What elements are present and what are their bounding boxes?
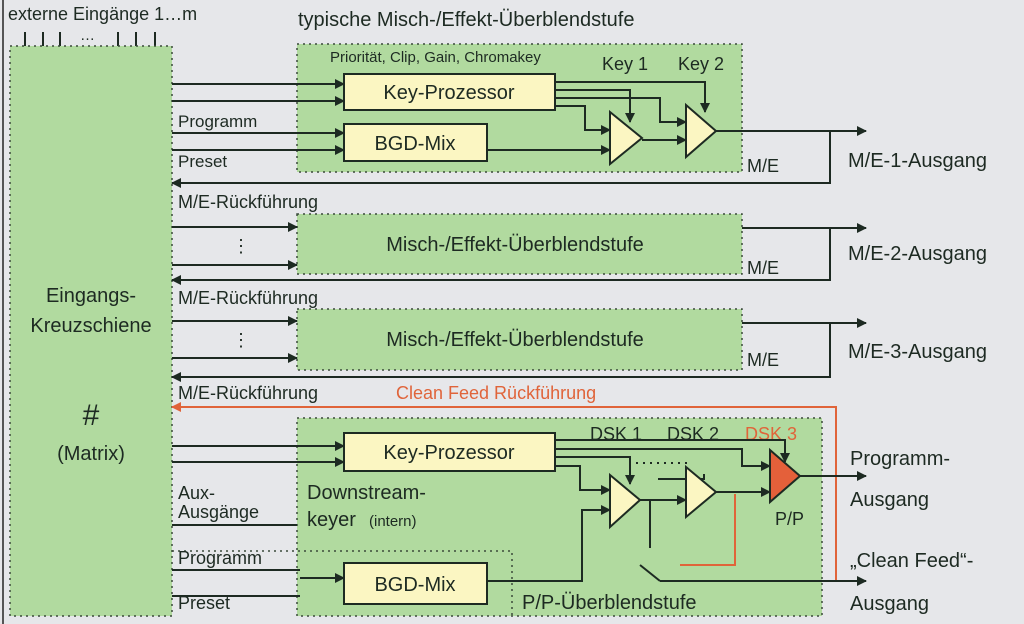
input-ellipsis: … bbox=[80, 27, 95, 44]
me3-vdots: ⋮ bbox=[232, 330, 250, 350]
me1-mixer-2 bbox=[685, 102, 718, 160]
me1-feedback-label: M/E-Rückführung bbox=[178, 192, 318, 212]
matrix-box bbox=[9, 45, 173, 617]
dsk-key-processor-label: Key-Prozessor bbox=[383, 442, 514, 464]
downstream-label: Downstream- bbox=[307, 482, 426, 504]
me2-output-label: M/E-2-Ausgang bbox=[848, 243, 987, 265]
pp-bgd-mix bbox=[343, 562, 488, 605]
dsk3-mixer bbox=[769, 447, 802, 505]
pp-preset-label: Preset bbox=[178, 593, 230, 613]
intern-label: (intern) bbox=[369, 513, 417, 530]
pp-stage-label: P/P-Überblendstufe bbox=[522, 592, 697, 614]
me1-stage: typische Misch-/Effekt-Überblendstufe Pr… bbox=[171, 9, 987, 212]
clean-feed-output-label-2: Ausgang bbox=[850, 593, 929, 615]
aux-label-1: Aux- bbox=[178, 483, 215, 503]
me2-box bbox=[296, 213, 743, 275]
me1-params: Priorität, Clip, Gain, Chromakey bbox=[330, 49, 541, 66]
aux-label-2: Ausgänge bbox=[178, 502, 259, 522]
dsk1-mixer bbox=[609, 472, 642, 530]
input-matrix: externe Eingänge 1…m … Eingangs- Kreuzsc… bbox=[8, 4, 197, 617]
me1-key1-label: Key 1 bbox=[602, 54, 648, 74]
clean-feed-feedback-label: Clean Feed Rückführung bbox=[396, 383, 596, 403]
me3-output-label: M/E-3-Ausgang bbox=[848, 341, 987, 363]
me3-stage: Misch-/Effekt-Überblendstufe ⋮ M/E M/E-3… bbox=[171, 308, 987, 403]
external-inputs-label: externe Eingänge 1…m bbox=[8, 4, 197, 24]
program-output-label-1: Programm- bbox=[850, 448, 950, 470]
pp-label: P/P bbox=[775, 509, 804, 529]
matrix-subtitle: (Matrix) bbox=[57, 443, 125, 465]
dsk-key-processor bbox=[343, 432, 556, 472]
me3-title: Misch-/Effekt-Überblendstufe bbox=[386, 329, 644, 351]
me1-programm-label: Programm bbox=[178, 112, 257, 131]
dsk-stage: Key-Prozessor BGD-Mix DSK 1 DSK 2 DSK 3 … bbox=[172, 417, 973, 617]
me3-me-label: M/E bbox=[747, 350, 779, 370]
me3-box bbox=[296, 308, 743, 371]
input-ticks bbox=[24, 32, 156, 46]
matrix-symbol: # bbox=[83, 399, 100, 432]
matrix-title-2: Kreuzschiene bbox=[30, 315, 151, 337]
me2-feedback-label: M/E-Rückführung bbox=[178, 288, 318, 308]
me2-stage: Misch-/Effekt-Überblendstufe ⋮ M/E M/E-2… bbox=[171, 213, 987, 308]
me1-key-processor bbox=[343, 73, 556, 111]
me1-bgd-mix bbox=[343, 123, 488, 162]
me1-key2-label: Key 2 bbox=[678, 54, 724, 74]
clean-feed-feedback-line bbox=[171, 402, 837, 580]
me1-bgd-mix-label: BGD-Mix bbox=[374, 133, 455, 155]
me1-mixer-1 bbox=[609, 109, 644, 167]
pp-bgd-mix-label: BGD-Mix bbox=[374, 574, 455, 596]
me1-preset-label: Preset bbox=[178, 152, 227, 171]
keyer-label: keyer bbox=[307, 509, 356, 531]
clean-feed-output-label-1: „Clean Feed“- bbox=[850, 550, 973, 572]
me1-me-label: M/E bbox=[747, 156, 779, 176]
program-output-label-2: Ausgang bbox=[850, 489, 929, 511]
me2-title: Misch-/Effekt-Überblendstufe bbox=[386, 234, 644, 256]
matrix-title-1: Eingangs- bbox=[46, 285, 136, 307]
me2-me-label: M/E bbox=[747, 258, 779, 278]
me2-vdots: ⋮ bbox=[232, 236, 250, 256]
me1-output-label: M/E-1-Ausgang bbox=[848, 150, 987, 172]
pp-programm-label: Programm bbox=[178, 548, 262, 568]
dsk2-mixer bbox=[685, 464, 718, 520]
me3-feedback-label: M/E-Rückführung bbox=[178, 383, 318, 403]
me1-key-processor-label: Key-Prozessor bbox=[383, 82, 514, 104]
me1-title: typische Misch-/Effekt-Überblendstufe bbox=[298, 9, 634, 31]
